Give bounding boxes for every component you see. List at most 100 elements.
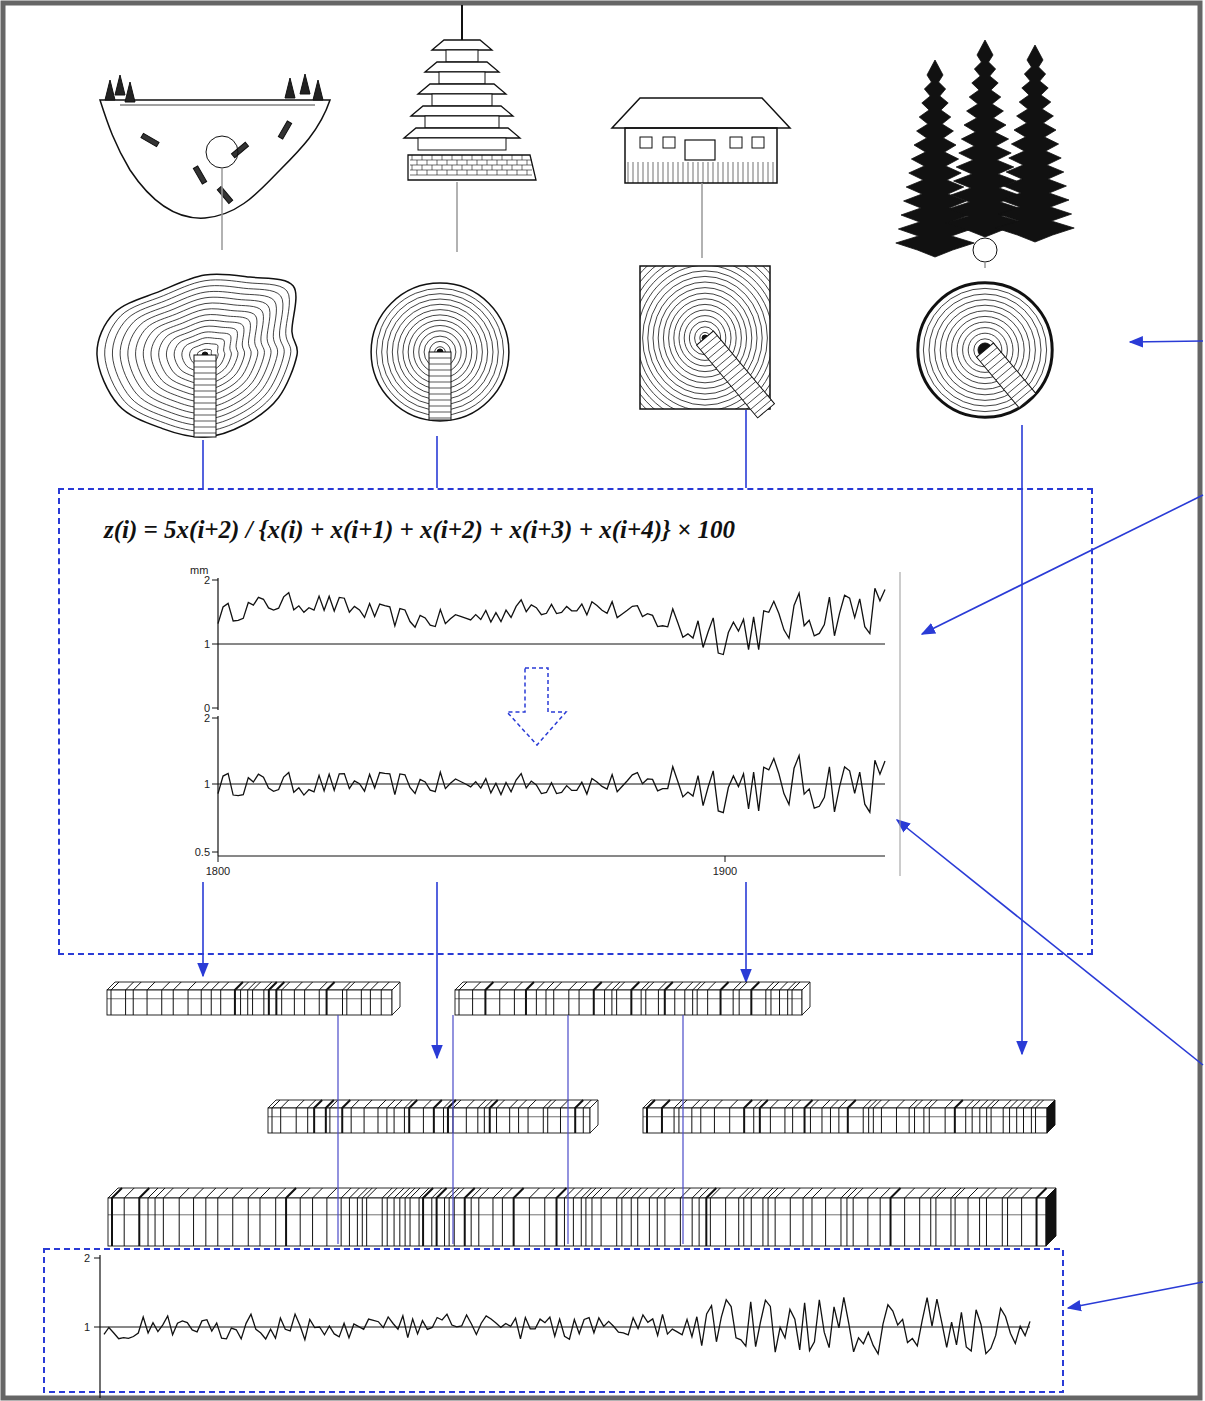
brick-joint — [497, 170, 498, 175]
ring-line — [514, 1188, 524, 1246]
core-ring — [194, 367, 216, 368]
ring-line — [546, 982, 554, 1015]
brick-joint — [442, 155, 443, 160]
ring-line — [853, 1188, 863, 1246]
ring-line — [188, 982, 196, 1015]
core-ring — [988, 357, 1005, 371]
core-ring — [194, 373, 216, 374]
ring-line — [248, 982, 256, 1015]
lake-basin — [100, 100, 330, 218]
ring-line — [1036, 1100, 1044, 1133]
ring-line — [929, 1100, 937, 1133]
ring-line — [162, 982, 170, 1015]
strip-mid — [107, 998, 392, 999]
ring-line — [111, 982, 119, 1015]
core-ring — [194, 379, 216, 380]
strip-front — [455, 990, 802, 1015]
ring-line — [500, 982, 508, 1015]
ring-line — [991, 1100, 999, 1133]
pointer-arrow — [922, 495, 1203, 634]
core-sample — [194, 355, 216, 437]
ring-line — [454, 1188, 464, 1246]
top-illustrations — [100, 5, 1074, 268]
ring-line — [569, 982, 577, 1015]
core-ring — [743, 386, 760, 400]
house-window — [640, 137, 652, 148]
ring-line — [701, 1100, 709, 1133]
ring-line — [218, 1188, 228, 1246]
tick — [212, 852, 218, 853]
brick-joint — [417, 170, 418, 175]
ring-line — [812, 1188, 822, 1246]
ring-strip — [108, 1188, 1056, 1246]
master-chart — [94, 1255, 1030, 1398]
ring-line — [685, 982, 693, 1015]
tick — [212, 784, 218, 785]
brick-joint — [432, 155, 433, 160]
core-ring — [429, 358, 451, 359]
core-ring — [194, 415, 216, 416]
ring-line — [579, 982, 587, 1015]
tick — [212, 644, 218, 645]
ring-line — [221, 982, 229, 1015]
ring-line — [1037, 1188, 1047, 1246]
brick-row — [410, 165, 532, 166]
sunken-log — [217, 186, 232, 203]
ring-line — [915, 1100, 923, 1133]
ring-line — [605, 982, 613, 1015]
ring-line — [847, 1188, 857, 1246]
x-axis — [218, 856, 885, 857]
core-ring — [1000, 371, 1017, 385]
wall-board — [643, 162, 644, 183]
ring-line — [583, 1100, 591, 1133]
sunken-log — [278, 121, 291, 139]
ring-line — [484, 1100, 492, 1133]
ring-line — [770, 1100, 778, 1133]
brick-joint — [427, 170, 428, 175]
ring-line — [126, 982, 134, 1015]
brick-joint — [512, 165, 513, 170]
wall-board — [728, 162, 729, 183]
tick — [212, 580, 218, 581]
ring-line — [347, 982, 355, 1015]
strip-end — [1046, 1188, 1056, 1246]
pointer-arrow — [1021, 425, 1023, 1054]
sample-line — [456, 182, 458, 252]
pointer-arrow — [897, 820, 1203, 1065]
brick-joint — [487, 170, 488, 175]
sunken-log — [231, 142, 248, 157]
brick-joint — [482, 165, 483, 170]
ring-line — [868, 1188, 878, 1246]
brick-joint — [527, 160, 528, 165]
ring-line — [493, 1188, 503, 1246]
ring-line — [286, 1188, 296, 1246]
core-ring — [739, 381, 756, 395]
pointer-arrow — [436, 882, 438, 1058]
ring-line — [638, 1188, 648, 1246]
ring-line — [708, 982, 716, 1015]
ring-line — [554, 982, 562, 1015]
brick-joint — [487, 160, 488, 165]
ring-line — [330, 1100, 338, 1133]
pagoda-storey — [432, 94, 492, 106]
wall-board — [668, 162, 669, 183]
ring-line — [112, 1188, 122, 1246]
strip-mid — [455, 998, 802, 999]
brick-joint — [482, 155, 483, 160]
core-ring — [429, 376, 451, 377]
house-window — [663, 137, 675, 148]
dashed-panel: z(i) = 5x(i+2) / {x(i) + x(i+1) + x(i+2)… — [58, 488, 1093, 955]
ring-line — [586, 1188, 596, 1246]
house-door — [685, 140, 715, 160]
tick — [725, 856, 726, 862]
ring-strip — [455, 982, 810, 1015]
ring-line — [896, 1100, 904, 1133]
ring-line — [594, 982, 602, 1015]
brick-joint — [462, 165, 463, 170]
brick-row — [410, 170, 532, 171]
brick-row — [410, 175, 532, 176]
wall-board — [748, 162, 749, 183]
drop-line — [202, 440, 204, 488]
brick-joint — [472, 165, 473, 170]
axis-label: 2 — [204, 713, 210, 724]
